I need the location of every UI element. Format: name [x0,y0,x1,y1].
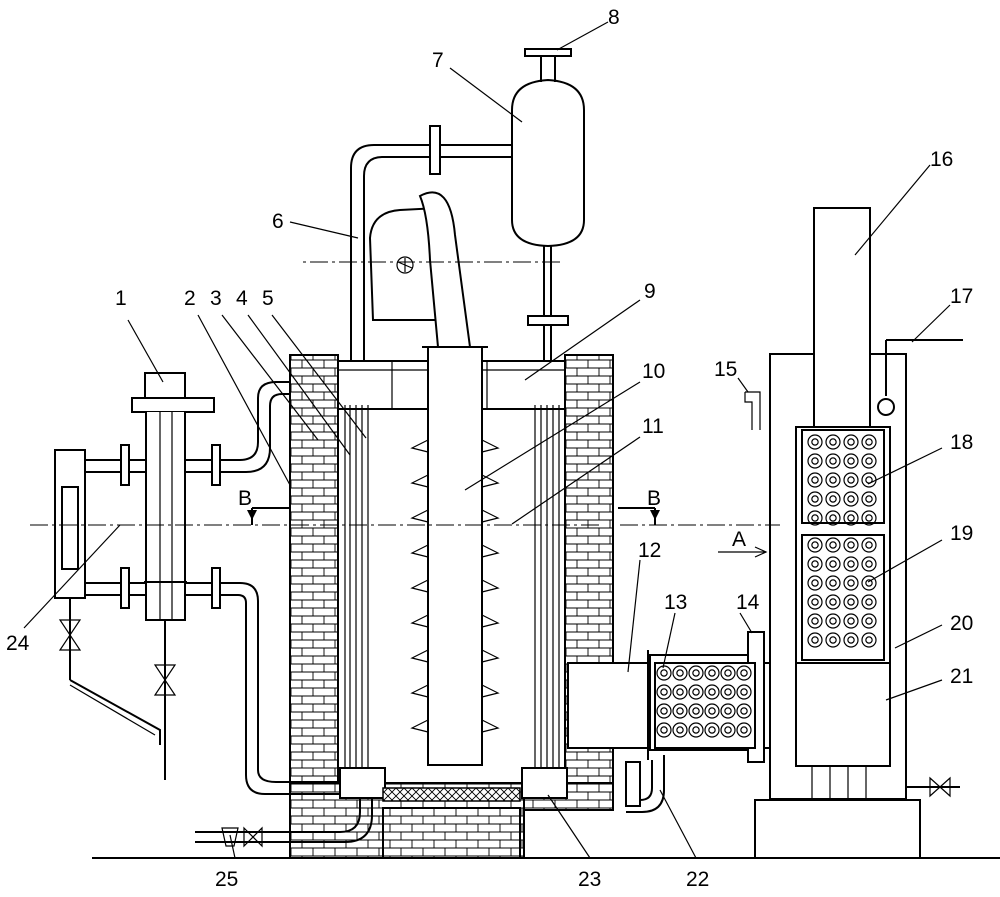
label-16: 16 [930,148,953,171]
label-1: 1 [115,287,127,310]
label-17: 17 [950,285,973,308]
label-21: 21 [950,665,973,688]
central-tube [428,347,482,765]
label-11: 11 [642,415,664,438]
label-23: 23 [578,868,601,891]
label-24: 24 [6,632,30,655]
label-5: 5 [262,287,274,310]
exchanger-1 [132,373,214,780]
section-mark-b-right: B [647,487,661,510]
coil-19 [802,535,884,660]
label-10: 10 [642,360,665,383]
section-arrow-a: A [732,528,746,551]
label-9: 9 [644,280,656,303]
coil-13 [655,663,755,748]
label-3: 3 [210,287,222,310]
label-12: 12 [638,539,661,562]
bottom-header-left [340,768,385,798]
separator-7 [512,49,584,361]
label-18: 18 [950,431,973,454]
label-14: 14 [736,591,760,614]
label-6: 6 [272,210,284,233]
label-15: 15 [714,358,737,381]
label-22: 22 [686,868,709,891]
label-4: 4 [236,287,248,310]
section-mark-b-left: B [238,487,252,510]
label-2: 2 [184,287,196,310]
label-20: 20 [950,612,973,635]
label-7: 7 [432,49,444,72]
grate [383,788,520,801]
label-13: 13 [664,591,687,614]
bottom-header-right [522,768,567,798]
coil-18 [802,430,884,525]
left-brick-wall [290,355,338,783]
label-25: 25 [215,868,238,891]
label-8: 8 [608,6,620,29]
blower [370,192,470,347]
label-19: 19 [950,522,973,545]
rotameter-24 [55,450,160,745]
